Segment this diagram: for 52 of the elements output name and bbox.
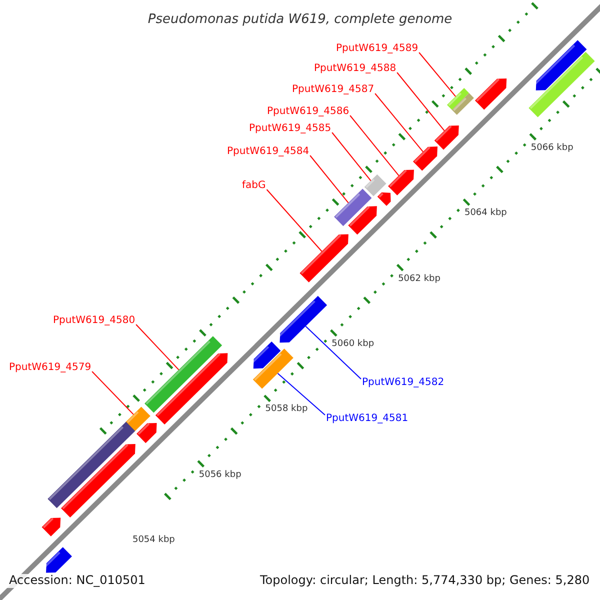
- gene-label: PputW619_4580: [53, 315, 136, 326]
- leader-line: [277, 372, 326, 416]
- leader-line: [92, 371, 134, 415]
- gene-feature: [364, 174, 386, 196]
- leader-line: [350, 115, 400, 176]
- scale-label: 5064 kbp: [464, 208, 507, 219]
- gene-label: PputW619_4584: [227, 146, 310, 158]
- scale-label: 5060 kbp: [332, 338, 374, 350]
- gene-feature: [42, 518, 61, 536]
- leader-line: [396, 72, 445, 132]
- gene-label: PputW619_4587: [292, 84, 374, 96]
- gene-label: PputW619_4581: [326, 413, 408, 424]
- gene-feature: [155, 353, 228, 424]
- leader-line: [310, 155, 349, 204]
- gene-label: PputW619_4585: [249, 123, 332, 134]
- gene-feature: [348, 206, 377, 235]
- leader-line: [266, 189, 322, 252]
- gene-feature: [447, 88, 470, 110]
- gene-feature: [528, 52, 595, 118]
- gene-feature: [334, 188, 372, 226]
- gene-feature: [136, 422, 157, 444]
- gene-feature: [434, 125, 459, 150]
- gene-feature: [252, 348, 294, 389]
- gene-feature: [377, 192, 391, 206]
- scale-label: 5058 kbp: [265, 404, 308, 415]
- gene-feature: [61, 444, 136, 518]
- gene-label: PputW619_4582: [362, 377, 444, 388]
- gene-feature: [452, 93, 474, 115]
- title: Pseudomonas putida W619, complete genome: [148, 12, 452, 27]
- gene-feature: [48, 422, 136, 508]
- gene-label: PputW619_4586: [267, 106, 350, 118]
- scale-label: 5062 kbp: [398, 274, 440, 284]
- gene-label: PputW619_4588: [314, 63, 396, 74]
- scale-label: 5066 kbp: [530, 142, 574, 154]
- gene-feature: [413, 146, 438, 171]
- leader-line: [332, 132, 372, 182]
- gene-label: PputW619_4579: [9, 362, 92, 374]
- leader-line: [136, 324, 180, 370]
- leader-line: [418, 52, 456, 97]
- leader-line: [374, 93, 424, 152]
- gene-label: fabG: [242, 180, 266, 192]
- gene-feature: [300, 234, 348, 282]
- gene-feature: [388, 170, 414, 196]
- gene-label: PputW619_4589: [336, 43, 418, 54]
- genome-info-text: Topology: circular; Length: 5,774,330 bp; Genes: 5,280: [258, 574, 592, 588]
- scale-label: 5054 kbp: [132, 535, 175, 546]
- gene-feature: [144, 336, 222, 413]
- accession-text: Accession: NC_010501: [7, 574, 148, 588]
- leader-line: [305, 326, 362, 380]
- gene-feature: [126, 406, 150, 432]
- scale-label: 5056 kbp: [198, 470, 242, 480]
- gene-feature: [474, 78, 507, 110]
